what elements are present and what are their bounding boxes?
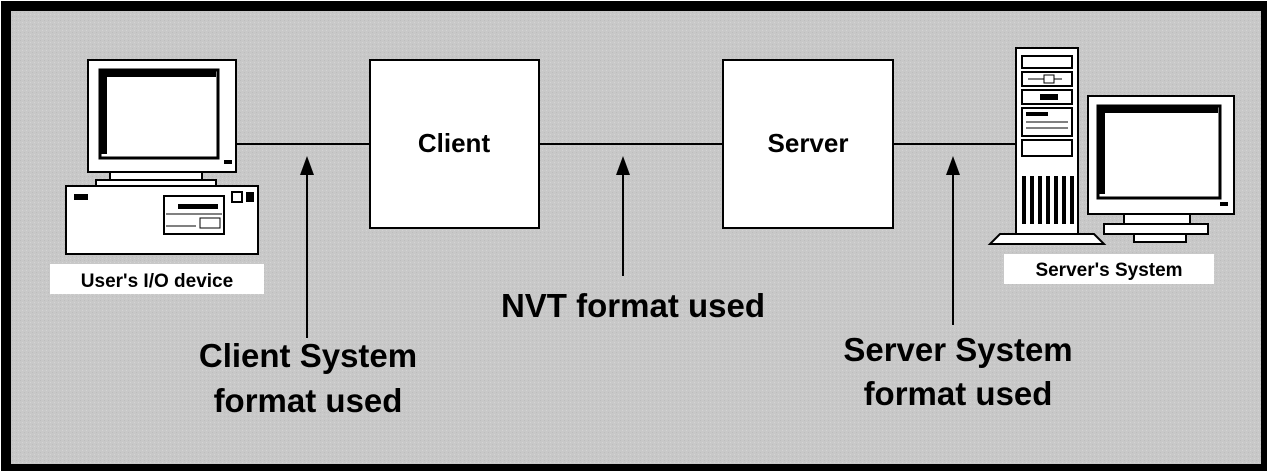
desktop-computer-icon [65, 59, 259, 255]
nvt-format-label: NVT format used [501, 287, 765, 324]
client-format-arrow [300, 156, 314, 338]
client-box: Client [369, 59, 540, 229]
server-tower-with-monitor-icon [987, 47, 1235, 245]
arrows [300, 156, 960, 338]
server-box: Server [722, 59, 894, 229]
user-device-caption: User's I/O device [50, 264, 264, 294]
client-format-label-line1: Client System [199, 337, 417, 374]
server-system-caption: Server's System [1004, 254, 1214, 284]
nvt-format-arrow [616, 156, 630, 276]
client-format-label-line2: format used [214, 382, 403, 419]
client-label: Client [418, 128, 491, 158]
server-format-label-line1: Server System [843, 331, 1072, 368]
server-label: Server [768, 128, 849, 158]
server-system-caption-text: Server's System [1035, 260, 1182, 281]
user-device-caption-text: User's I/O device [81, 271, 233, 292]
server-format-label-line2: format used [864, 375, 1053, 412]
server-format-arrow [946, 156, 960, 325]
annotation-labels: Client System format used NVT format use… [199, 287, 1073, 419]
